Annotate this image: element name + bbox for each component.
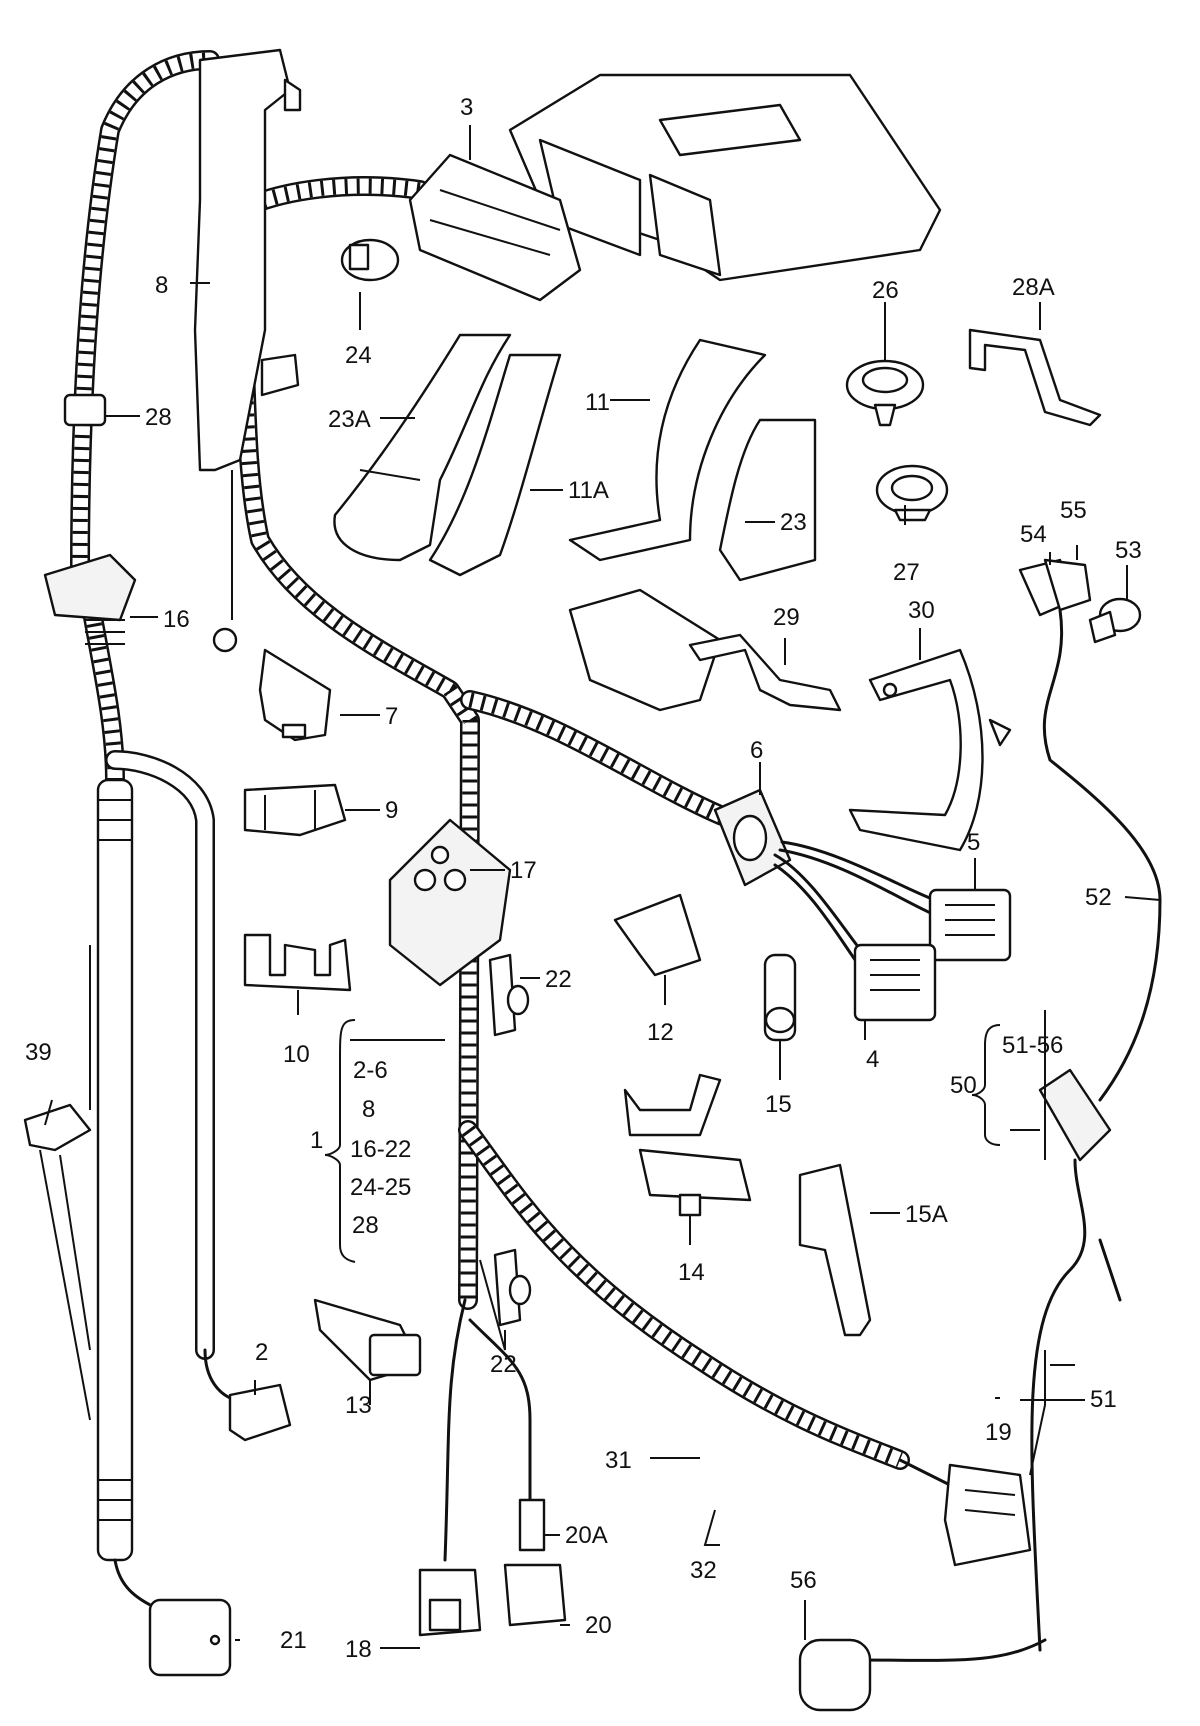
label-23A: 23A [328, 406, 371, 433]
label-56: 56 [790, 1567, 817, 1594]
leader-lines [39, 125, 1161, 1649]
label-20A: 20A [565, 1522, 608, 1549]
label-10: 10 [283, 1041, 310, 1068]
label-17: 17 [510, 857, 537, 884]
trim-panel-8 [193, 48, 302, 653]
connector-21 [113, 1558, 232, 1677]
clip-22-upper [488, 953, 530, 1037]
label-24: 24 [345, 342, 372, 369]
label-20: 20 [585, 1612, 612, 1639]
group-50-item: 51-56 [1002, 1032, 1063, 1059]
group-1-list: 2-6 8 16-22 24-25 28 [350, 1057, 411, 1239]
label-9: 9 [385, 797, 398, 824]
label-22-upper: 22 [545, 966, 572, 993]
label-11A: 11A [568, 477, 609, 504]
label-3: 3 [460, 94, 473, 121]
grommet-50 [1038, 1068, 1112, 1162]
grommet-16 [43, 553, 137, 645]
grommet-17 [388, 818, 512, 987]
label-51: 51 [1090, 1386, 1117, 1413]
label-50: 50 [950, 1072, 977, 1099]
label-16: 16 [163, 606, 190, 633]
cable-duct-11 [568, 338, 767, 562]
connector-53 [1088, 597, 1142, 644]
label-27: 27 [893, 559, 920, 586]
connector-5 [928, 888, 1012, 962]
bracket-30 [848, 648, 1012, 852]
label-11: 11 [585, 389, 610, 416]
bracket-28A [968, 328, 1102, 427]
sensor-wire [1030, 608, 1162, 1652]
group-1-item: 28 [352, 1212, 379, 1239]
group-1-item: 24-25 [350, 1174, 411, 1201]
label-4: 4 [866, 1046, 879, 1073]
clip-12 [613, 893, 702, 977]
label-30: 30 [908, 597, 935, 624]
label-15: 15 [765, 1091, 792, 1118]
label-32: 32 [690, 1557, 717, 1584]
control-unit-connector [408, 153, 582, 302]
label-18: 18 [345, 1636, 372, 1663]
label-22-lower: 22 [490, 1351, 517, 1378]
connector-19 [943, 1463, 1032, 1567]
label-19: 19 [985, 1419, 1012, 1446]
label-13: 13 [345, 1392, 372, 1419]
part-7 [258, 648, 332, 742]
clip-27 [875, 464, 949, 522]
part-13 [313, 1298, 422, 1382]
label-26: 26 [872, 277, 899, 304]
brace-group-1 [324, 1019, 356, 1263]
label-15A: 15A [905, 1201, 948, 1228]
label-7: 7 [385, 703, 398, 730]
group-1-item: 8 [362, 1096, 375, 1123]
label-5: 5 [967, 829, 980, 856]
bracket-29 [688, 633, 842, 712]
brace-group-50 [971, 1024, 1001, 1146]
clip-24 [340, 238, 400, 282]
group-50-list: 51-56 [1002, 1032, 1063, 1059]
connector-55 [1043, 558, 1092, 612]
label-21: 21 [280, 1627, 307, 1654]
label-55: 55 [1060, 497, 1087, 524]
part-9 [243, 783, 347, 837]
clip-22-lower [493, 1248, 532, 1327]
clip-28 [63, 393, 107, 427]
connector-2 [203, 1348, 292, 1442]
part-14 [623, 1073, 752, 1217]
label-14: 14 [678, 1259, 705, 1286]
connector-56 [798, 1638, 1047, 1712]
label-52: 52 [1085, 884, 1112, 911]
cable-duct-11A [428, 353, 562, 577]
cable-duct-23 [568, 418, 817, 712]
label-6: 6 [750, 737, 763, 764]
part-10 [243, 933, 352, 992]
cable-duct-23A [333, 333, 512, 562]
label-12: 12 [647, 1019, 674, 1046]
control-unit [508, 73, 942, 282]
group-1-item: 16-22 [350, 1136, 411, 1163]
label-31: 31 [605, 1447, 632, 1474]
clip-26 [845, 359, 925, 427]
label-2: 2 [255, 1339, 268, 1366]
label-23: 23 [780, 509, 807, 536]
part-15A [798, 1163, 872, 1337]
group-1-item: 2-6 [353, 1057, 388, 1084]
grommet-6 [713, 788, 792, 887]
label-1: 1 [310, 1127, 323, 1154]
label-8: 8 [155, 272, 168, 299]
label-54: 54 [1020, 521, 1047, 548]
connector-4 [853, 943, 937, 1022]
connector-20 [503, 1498, 567, 1627]
clip-39 [23, 1103, 92, 1152]
corrugated-conduit [96, 778, 134, 1562]
label-28A: 28A [1012, 274, 1055, 301]
label-53: 53 [1115, 537, 1142, 564]
label-29: 29 [773, 604, 800, 631]
label-28: 28 [145, 404, 172, 431]
label-39: 39 [25, 1039, 52, 1066]
clip-15 [763, 953, 797, 1042]
part-labels: 3 8 24 28 23A 11 11A 23 26 28A 27 29 30 … [25, 94, 1142, 1663]
connector-18 [418, 1568, 482, 1637]
